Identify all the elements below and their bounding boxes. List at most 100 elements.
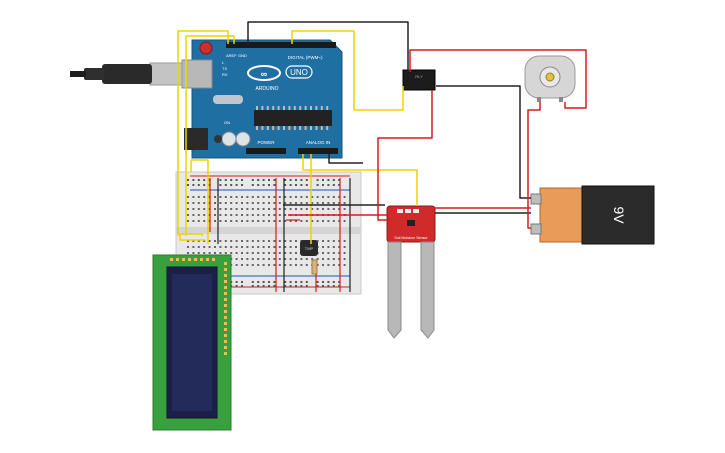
hole [230,208,233,210]
hole [257,258,260,260]
hole [326,126,329,130]
digital-header-right [290,42,336,48]
hole [266,126,269,130]
hole [316,281,319,283]
hole [251,240,254,242]
reset-button[interactable] [199,41,213,55]
hole [278,220,281,222]
hole [241,208,243,210]
hole [268,214,270,216]
hole [192,252,195,254]
hole [219,252,222,254]
hole [289,246,292,248]
hole [214,214,216,216]
hole [230,252,233,254]
hole [326,106,329,110]
hole [322,264,324,266]
hole [273,202,276,204]
lcd-pins [170,258,227,355]
hole [273,252,276,254]
hole [235,264,238,266]
hole [203,240,206,242]
motor-icon[interactable] [524,55,576,102]
hole [212,258,215,261]
hole [316,202,319,204]
hole [338,220,341,222]
hole [316,285,319,287]
hole [214,240,216,242]
hole [230,220,233,222]
hole [224,246,227,248]
lcd-icon[interactable] [152,254,232,431]
hole [235,220,238,222]
battery-icon[interactable]: 9V [530,185,655,245]
hole [305,285,308,287]
hole [338,208,341,210]
hole [305,220,308,222]
hole [251,214,254,216]
hole [273,240,276,242]
hole [289,264,292,266]
hole [261,106,264,110]
hole [197,252,200,254]
hole [284,285,287,287]
hole [224,334,227,337]
hole [224,310,227,313]
tmp-label: TMP [305,246,314,251]
hole [295,240,297,242]
hole [241,214,243,216]
regulator [214,135,222,143]
lcd-screen-inner [172,274,212,411]
hole [338,264,341,266]
hole [268,285,270,287]
hole [197,246,200,248]
hole [300,202,303,204]
hole [262,258,265,260]
hole [235,202,238,204]
hole [338,246,341,248]
hole [262,184,265,186]
hole [224,346,227,349]
hole [289,208,292,210]
hole [224,252,227,254]
hole [343,264,346,266]
hole [257,208,260,210]
hole [235,281,238,283]
temperature-sensor[interactable]: TMP [300,240,318,275]
hole [343,208,346,210]
hole [251,252,254,254]
hole [192,240,195,242]
hole [316,264,319,266]
hole [251,264,254,266]
hole [206,258,209,261]
uno-badge [285,65,313,79]
hole [295,264,297,266]
hole [246,258,249,260]
hole [283,106,285,110]
usb-cable-icon[interactable] [70,62,183,86]
hole [262,220,265,222]
hole [235,285,238,287]
hole [327,184,330,186]
brand-label: ARDUINO [255,86,278,92]
soil-moisture-sensor[interactable]: Soil Moisture Sensor [386,205,436,339]
hole [187,240,189,242]
hole [322,240,324,242]
hole [327,240,330,242]
hole [251,179,254,181]
hole [230,214,233,216]
hole [320,126,323,130]
power-label: POWER [257,140,275,145]
relay-icon[interactable]: RLY [402,69,436,91]
arduino-uno[interactable]: ∞ UNO ARDUINO DIGITAL (PWM~) POWER ANALO… [181,39,343,159]
hole [262,281,265,283]
hole [332,240,335,242]
hole [289,258,292,260]
hole [299,126,302,130]
hole [208,252,211,254]
hole [187,179,189,181]
hole [300,208,303,210]
hole [262,246,265,248]
hole [305,208,308,210]
